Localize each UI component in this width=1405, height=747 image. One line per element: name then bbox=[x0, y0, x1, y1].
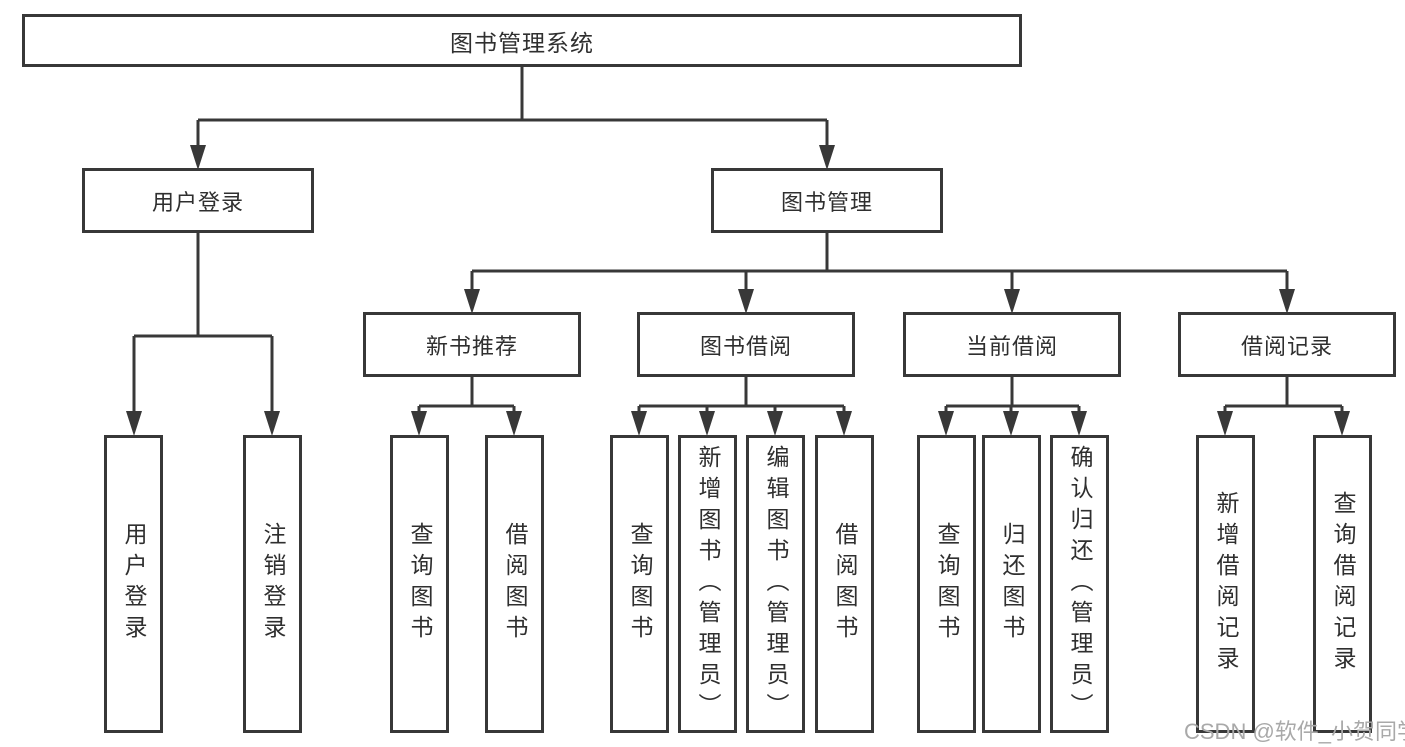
leaf-add-book-admin: 新增图书（管理员） bbox=[678, 435, 737, 733]
node-current-borrow: 当前借阅 bbox=[903, 312, 1121, 377]
leaf-edit-book-admin: 编辑图书（管理员） bbox=[746, 435, 805, 733]
leaf-query-borrow-record: 查询借阅记录 bbox=[1313, 435, 1372, 733]
node-label: 新书推荐 bbox=[425, 333, 518, 359]
node-label: 确认归还（管理员） bbox=[1067, 444, 1093, 724]
node-label: 查询图书 bbox=[934, 522, 960, 646]
node-user-login: 用户登录 bbox=[82, 168, 314, 233]
node-label: 用户登录 bbox=[151, 189, 244, 215]
leaf-borrow-books-recommend: 借阅图书 bbox=[485, 435, 544, 733]
node-label: 查询图书 bbox=[407, 522, 433, 646]
node-label: 借阅图书 bbox=[502, 522, 528, 646]
node-label: 借阅图书 bbox=[832, 522, 858, 646]
node-label: 用户登录 bbox=[121, 522, 147, 646]
node-label: 图书管理系统 bbox=[450, 29, 594, 56]
leaf-logout: 注销登录 bbox=[243, 435, 302, 733]
csdn-watermark: CSDN @软件_小贺同学 bbox=[1184, 719, 1405, 744]
leaf-query-books-current: 查询图书 bbox=[917, 435, 976, 733]
node-book-management: 图书管理 bbox=[711, 168, 943, 233]
leaf-add-borrow-record: 新增借阅记录 bbox=[1196, 435, 1255, 733]
node-borrow-records: 借阅记录 bbox=[1178, 312, 1396, 377]
node-label: 新增图书（管理员） bbox=[695, 444, 721, 724]
leaf-borrow-books: 借阅图书 bbox=[815, 435, 874, 733]
leaf-user-login: 用户登录 bbox=[104, 435, 163, 733]
node-label: 归还图书 bbox=[999, 522, 1025, 646]
leaf-confirm-return-admin: 确认归还（管理员） bbox=[1050, 435, 1109, 733]
node-label: 借阅记录 bbox=[1240, 333, 1333, 359]
leaf-return-book: 归还图书 bbox=[982, 435, 1041, 733]
node-label: 图书管理 bbox=[780, 189, 873, 215]
node-label: 新增借阅记录 bbox=[1213, 491, 1239, 677]
leaf-query-books-borrow: 查询图书 bbox=[610, 435, 669, 733]
node-label: 注销登录 bbox=[260, 522, 286, 646]
leaf-query-books-recommend: 查询图书 bbox=[390, 435, 449, 733]
node-label: 图书借阅 bbox=[699, 333, 792, 359]
node-label: 查询图书 bbox=[627, 522, 653, 646]
node-root: 图书管理系统 bbox=[22, 14, 1022, 67]
node-label: 编辑图书（管理员） bbox=[763, 444, 789, 724]
node-label: 查询借阅记录 bbox=[1330, 491, 1356, 677]
node-book-borrow: 图书借阅 bbox=[637, 312, 855, 377]
node-new-book-recommend: 新书推荐 bbox=[363, 312, 581, 377]
node-label: 当前借阅 bbox=[965, 333, 1058, 359]
